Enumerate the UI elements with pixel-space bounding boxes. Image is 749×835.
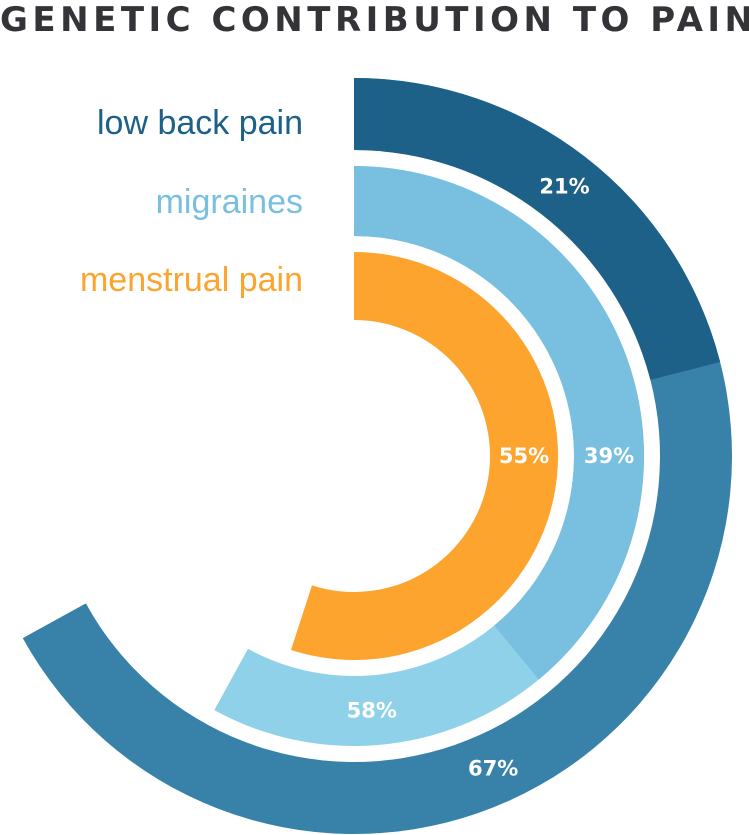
data-label: 39% [584,444,634,468]
data-label: 21% [539,175,589,199]
arc-low-back-pain-21 [354,78,721,380]
chart-title: GENETIC CONTRIBUTION TO PAIN [0,0,749,40]
data-label: 55% [499,444,549,468]
data-label: 67% [468,756,518,780]
legend-migraines: migraines [156,183,303,221]
legend-menstrual-pain: menstrual pain [80,261,303,299]
arc-menstrual-pain-55 [290,252,559,660]
arc-migraines-39 [354,166,644,680]
legend-low-back-pain: low back pain [97,104,303,142]
data-label: 58% [347,698,397,722]
